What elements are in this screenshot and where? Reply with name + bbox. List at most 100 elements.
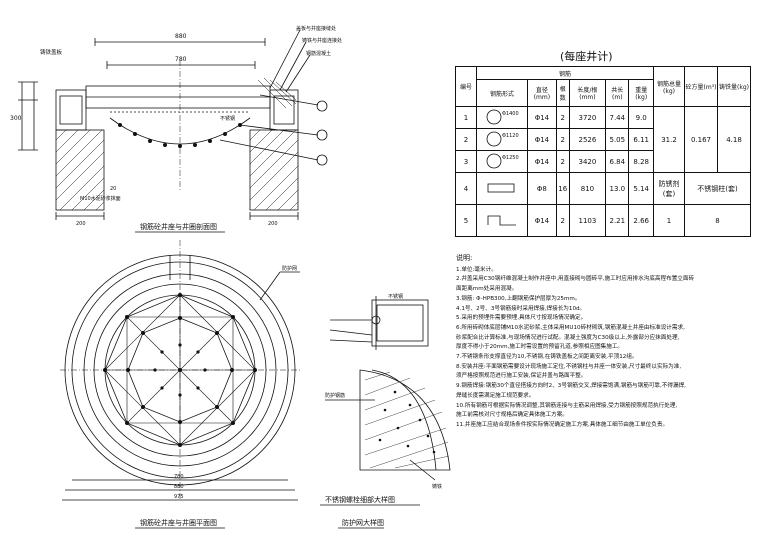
cell-count: 2 bbox=[555, 150, 570, 173]
cell-dia: Φ8 bbox=[527, 172, 557, 205]
note-line: 9.钢筋焊接:钢筋30个直径搭接方向时2、3号钢筋交叉,焊接需饱满,钢筋与钢筋可… bbox=[456, 383, 686, 390]
cell-len: 810 bbox=[568, 172, 607, 205]
th-total-len: 共长(m) bbox=[605, 79, 630, 107]
th-dia: 直径(mm) bbox=[527, 79, 557, 107]
label-left-top: 铸铁盖板 bbox=[40, 48, 63, 56]
caption-plan: 钢筋砼井座与井圈平面图 bbox=[140, 519, 217, 527]
note-line: 1.单位:毫米计。 bbox=[456, 266, 497, 273]
cell-no: 4 bbox=[455, 172, 477, 205]
cell-no: 3 bbox=[455, 150, 477, 173]
steel-table: 编号 钢筋 钢筋总量(kg) 砼方量(m³) 铸铁量(kg) 钢筋形式 直径(m… bbox=[455, 66, 751, 237]
detail-mesh bbox=[320, 369, 451, 529]
plan-dim-975: 975 bbox=[174, 494, 184, 500]
plan-dim-780: 780 bbox=[174, 474, 184, 480]
hook-shape-icon bbox=[487, 215, 516, 225]
note-line: 10.所有钢筋可根据实际情况调整,其钢筋连接与主筋采用焊接,受力钢筋按照规范执行… bbox=[456, 402, 678, 409]
cell-weight: 6.11 bbox=[628, 128, 654, 151]
notes-heading: 说明: bbox=[456, 254, 473, 262]
stirrup-shape-icon bbox=[487, 183, 515, 192]
cell-total: 2.21 bbox=[605, 204, 630, 237]
cell-weight: 9.0 bbox=[628, 106, 654, 129]
plan-dim-880: 880 bbox=[174, 484, 184, 490]
note-line: 3.钢筋: Φ-HPB300,上翻钢筋保护层厚为25mm。 bbox=[456, 295, 581, 302]
cell-concrete: 0.167 bbox=[684, 106, 718, 173]
dim-top: 880 bbox=[175, 33, 187, 40]
caption-detail1: 不锈钢螺栓细部大样图 bbox=[325, 496, 395, 504]
caption-section: 钢筋砼井座与井圈剖面图 bbox=[140, 223, 217, 231]
table-row: 4 Φ8 16 810 13.0 5.14 防锈剂(套) 不锈钢柱(套) bbox=[455, 172, 751, 205]
note-line: 4.1号、2号、3号钢筋接时采用焊接,焊接长为10d。 bbox=[456, 305, 586, 312]
th-castiron: 铸铁量(kg) bbox=[717, 66, 751, 107]
cell-len: 3720 bbox=[568, 106, 607, 129]
cell-weight: 2.66 bbox=[628, 204, 654, 237]
ring-shape-icon: Φ1250 bbox=[486, 153, 519, 168]
dim-bot3: 20 bbox=[110, 186, 116, 192]
cell-shape bbox=[476, 204, 528, 237]
note-line: 11.井座施工应结合现场条件按实际情况确定施工方案,具体施工细节由施工单位负责。 bbox=[456, 421, 669, 428]
cell-count: 2 bbox=[555, 204, 570, 237]
label-right-3: 钢筋混凝土 bbox=[306, 50, 331, 57]
note-line: 须严格按照规范进行施工安装,保证井盖与路面平整。 bbox=[456, 373, 587, 380]
dim-mid: 780 bbox=[175, 56, 187, 63]
dim-left: 300 bbox=[10, 115, 22, 122]
dim-bot2: 200 bbox=[268, 221, 278, 227]
cell-len: 1103 bbox=[568, 204, 607, 237]
label-right-2: 铸铁与井座连接处 bbox=[302, 37, 342, 44]
cell-count: 2 bbox=[555, 128, 570, 151]
detail-bolt bbox=[329, 296, 429, 350]
note-line: 厚度不得小于20mm,施工时需设置的预留孔道,参照相应图集施工。 bbox=[456, 344, 624, 351]
label-right-1: 盖板与井座接缝处 bbox=[296, 25, 336, 32]
th-no: 编号 bbox=[455, 66, 477, 107]
th-steel: 钢筋 bbox=[476, 66, 654, 80]
ring-shape-icon: Φ1120 bbox=[486, 131, 519, 146]
detail2-label-1: 防护钢筋 bbox=[325, 392, 345, 399]
detail2-label-2: 铸铁 bbox=[432, 483, 442, 490]
note-line: 面距离mm处采用混凝。 bbox=[456, 286, 518, 293]
label-mortar: M10水泥砂浆抹面 bbox=[80, 195, 121, 202]
note-line: 7.不锈钢条形支撑直径为10,不锈钢,在铸铁盖板之间距离安装,平顶12组。 bbox=[456, 354, 638, 361]
svg-text:Φ1400: Φ1400 bbox=[502, 111, 519, 117]
table-row: 5 Φ14 2 1103 2.21 2.66 1 8 bbox=[455, 204, 751, 237]
note-line: 焊缝长度需满足施工规范要求。 bbox=[456, 392, 535, 399]
cell-dia: Φ14 bbox=[527, 204, 557, 237]
cell-dia: Φ14 bbox=[527, 128, 557, 151]
plan-view bbox=[60, 240, 300, 529]
caption-detail2: 防护网大样图 bbox=[342, 519, 384, 527]
cell-castiron: 4.18 bbox=[717, 106, 751, 173]
th-shape: 钢筋形式 bbox=[476, 79, 528, 107]
section-view bbox=[18, 29, 328, 233]
cell-no: 1 bbox=[455, 106, 477, 129]
svg-text:Φ1250: Φ1250 bbox=[502, 155, 519, 161]
cell-total: 5.05 bbox=[605, 128, 630, 151]
cell-weight: 8.28 bbox=[628, 150, 654, 173]
label-rebar: 不锈钢 bbox=[220, 115, 235, 122]
dim-bot1: 200 bbox=[76, 221, 86, 227]
table-row: 3 Φ1250 Φ14 2 3420 6.84 8.28 bbox=[455, 150, 751, 173]
note-line: 2.井盖采用C30钢纤维混凝土制作井座中,用直接砌与圆砖平,施工时应用排水沟底高… bbox=[456, 276, 695, 283]
cell-anticorrosion-value: 1 bbox=[653, 204, 685, 237]
note-line: 8.安装井座:平面钢筋需要设计现场施工定位,不锈钢柱与井座一体安装,尺寸最终以实… bbox=[456, 363, 682, 370]
cell-total: 6.84 bbox=[605, 150, 630, 173]
cell-count: 16 bbox=[555, 172, 570, 205]
cell-shape bbox=[476, 172, 528, 205]
notes: 说明: 1.单位:毫米计。 2.井盖采用C30钢纤维混凝土制作井座中,用直接砌与… bbox=[456, 254, 756, 431]
note-line: 施工前需核对尺寸规格后确定具体施工方案。 bbox=[456, 412, 568, 419]
cell-no: 5 bbox=[455, 204, 477, 237]
cell-dia: Φ14 bbox=[527, 150, 557, 173]
cell-anticorrosion-label: 防锈剂(套) bbox=[653, 172, 685, 205]
cell-no: 2 bbox=[455, 128, 477, 151]
note-line: 砂浆配合比计算标准,与现场情况进行试配。混凝土强度为C30级以上,外露部分应抹面… bbox=[456, 334, 680, 341]
cell-len: 3420 bbox=[568, 150, 607, 173]
svg-text:Φ1120: Φ1120 bbox=[502, 133, 519, 139]
th-count: 根数 bbox=[555, 79, 570, 107]
note-line: 5.采用的预埋件需要预埋,具体尺寸按现场情况确定。 bbox=[456, 315, 587, 322]
cell-stainless-label: 不锈钢柱(套) bbox=[684, 172, 751, 205]
cell-dia: Φ14 bbox=[527, 106, 557, 129]
ring-shape-icon: Φ1400 bbox=[486, 109, 519, 124]
th-concrete: 砼方量(m³) bbox=[684, 66, 718, 107]
note-line: 6.所用砖砌体底层铺M10水泥砂浆,主体采用MU10砖材砌筑,钢筋混凝土井座由标… bbox=[456, 324, 685, 331]
th-steel-total: 钢筋总量(kg) bbox=[653, 66, 685, 107]
cell-shape: Φ1120 bbox=[476, 128, 528, 151]
plan-label: 防护网 bbox=[282, 265, 297, 272]
